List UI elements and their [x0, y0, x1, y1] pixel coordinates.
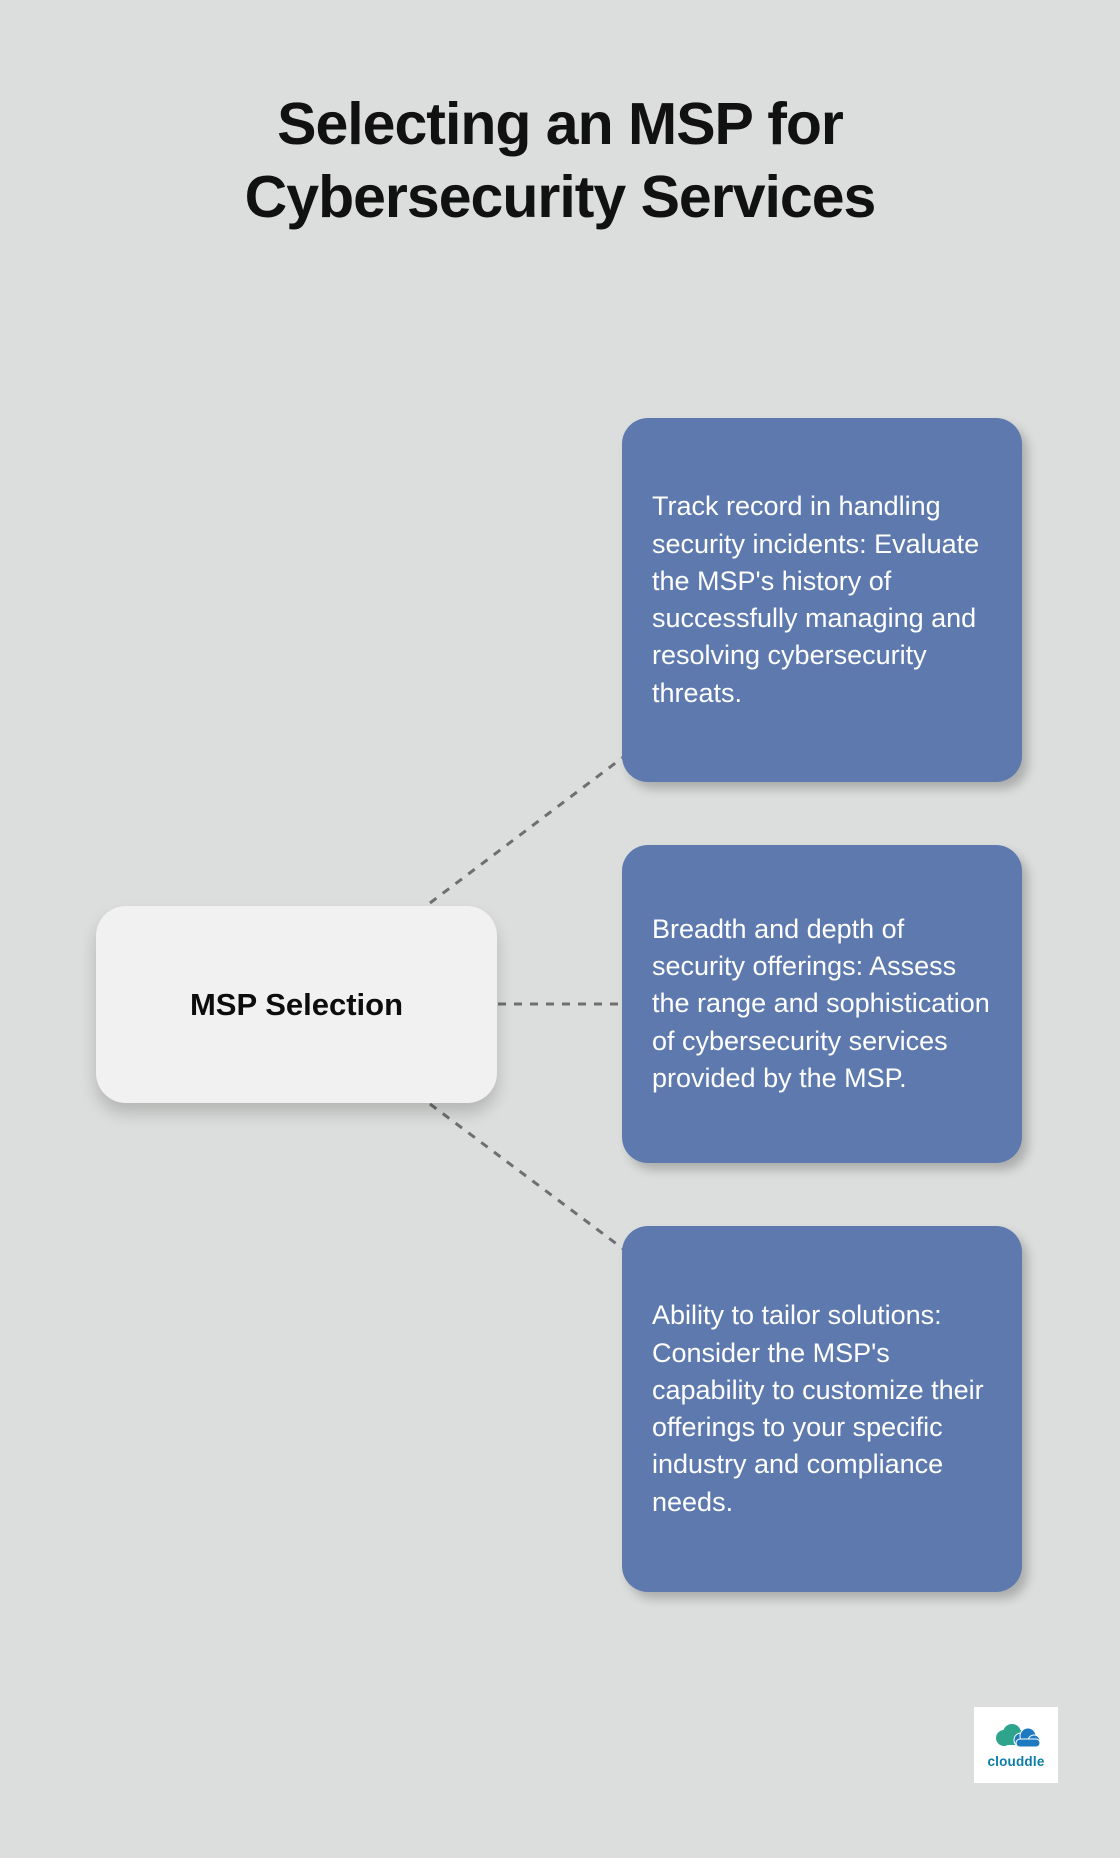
connector-line-top [429, 750, 631, 905]
page-title-line-1: Selecting an MSP for [277, 91, 844, 157]
center-node-label: MSP Selection [189, 986, 404, 1022]
node-card-tailor-solutions: Ability to tailor solutions: Consider th… [622, 1226, 1022, 1592]
page-title: Selecting an MSP for Cybersecurity Servi… [0, 88, 1120, 234]
page-title-line-2: Cybersecurity Services [244, 164, 877, 231]
node-card-security-offerings: Breadth and depth of security offerings:… [622, 845, 1022, 1163]
connector-line-bottom [429, 1102, 631, 1256]
logo-badge: clouddle [974, 1707, 1058, 1783]
node-text: Track record in handling security incide… [652, 491, 980, 708]
node-card-track-record: Track record in handling security incide… [622, 418, 1022, 782]
node-text: Breadth and depth of security offerings:… [652, 913, 990, 1093]
node-text: Ability to tailor solutions: Consider th… [652, 1300, 984, 1517]
center-node-msp-selection: MSP Selection [96, 906, 497, 1103]
cloud-icon [996, 1723, 1041, 1747]
logo-text: clouddle [987, 1753, 1045, 1769]
